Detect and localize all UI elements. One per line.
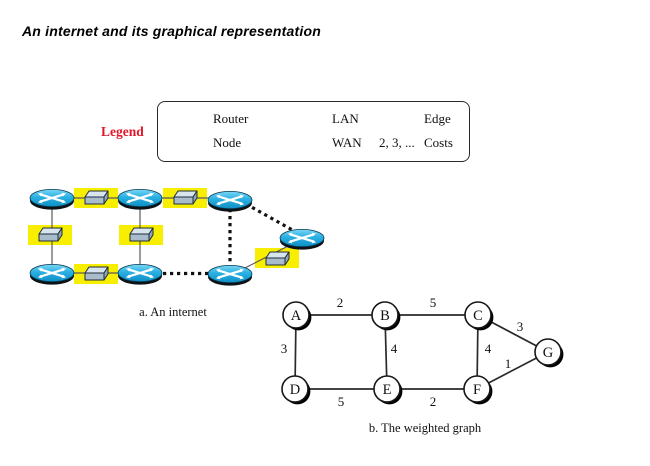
router-icon [278, 228, 326, 251]
lan-box-icon [84, 266, 109, 281]
legend-costs-example: 2, 3, ... [379, 135, 415, 150]
weighted-graph: A B C D E F G 2 5 3 3 4 4 1 5 2 [281, 295, 565, 409]
router-icon [28, 263, 76, 286]
edge-cost-label: 4 [391, 341, 398, 356]
legend-box [157, 101, 470, 162]
graph-cost-labels: 2 5 3 3 4 4 1 5 2 [281, 295, 524, 409]
lan-box-icon [265, 251, 290, 266]
legend-node-label: Node [213, 135, 242, 150]
lan-box-icon [38, 227, 63, 242]
lan-box-icon [129, 227, 154, 242]
node-label: F [473, 382, 481, 398]
edge-cost-label: 2 [430, 394, 437, 409]
legend-router-label: Router [213, 111, 249, 126]
lan-box-icon [173, 190, 198, 205]
edge-cost-label: 1 [505, 356, 512, 371]
legend-wan-label: WAN [332, 135, 362, 150]
router-icon [116, 263, 164, 286]
wan-line [245, 202, 297, 234]
edge-cost-label: 5 [338, 394, 345, 409]
legend-label: Legend [101, 124, 144, 139]
page-title: An internet and its graphical representa… [22, 23, 321, 39]
graph-edges [294, 314, 549, 390]
node-label: E [383, 382, 392, 398]
edge-cost-label: 4 [485, 341, 492, 356]
caption-weighted-graph: b. The weighted graph [368, 421, 482, 435]
router-icon [28, 188, 76, 211]
lan-box-icon [84, 190, 109, 205]
edge-cost-label: 2 [337, 295, 344, 310]
internet-diagram [28, 188, 326, 287]
node-label: A [291, 308, 302, 324]
node-label: C [473, 308, 483, 324]
legend-edge-label: Edge [424, 111, 451, 126]
node-label: G [543, 345, 554, 361]
wan-links [163, 202, 297, 276]
edge-cost-label: 5 [430, 295, 437, 310]
legend-costs-label: Costs [424, 135, 453, 150]
legend-lan-label: LAN [332, 111, 359, 126]
node-label: B [380, 308, 390, 324]
router-icon [206, 190, 254, 213]
router-icon [116, 188, 164, 211]
edge-cost-label: 3 [281, 341, 288, 356]
caption-internet: a. An internet [139, 305, 207, 319]
router-icon [206, 264, 254, 287]
edge-cost-label: 3 [517, 319, 524, 334]
node-label: D [290, 382, 300, 398]
graph-node-labels: A B C D E F G [290, 308, 554, 398]
